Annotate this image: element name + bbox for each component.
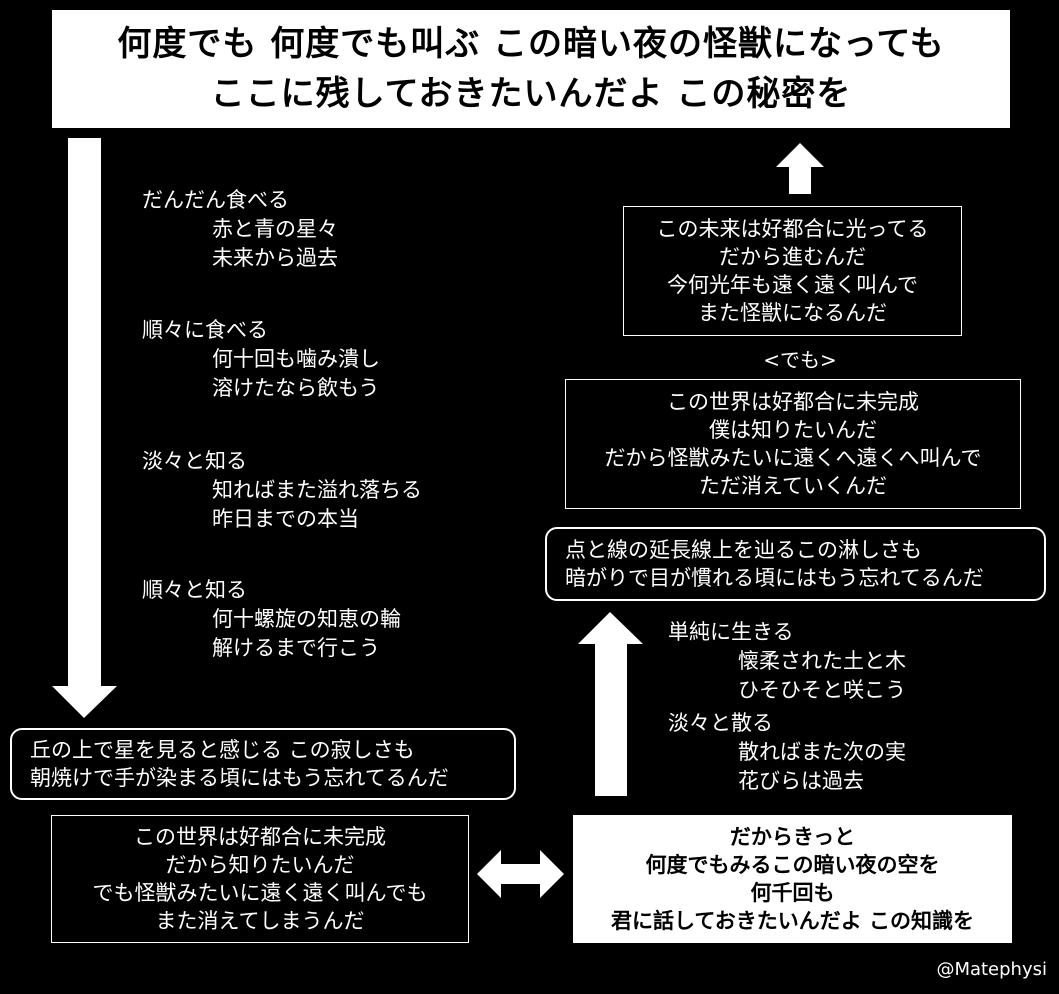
box-line: この世界は好都合に未完成 xyxy=(134,825,386,849)
box-line: 何度でもみるこの暗い夜の空を xyxy=(645,853,940,877)
box-line: 何千回も xyxy=(750,881,835,905)
group-line: 解けるまで行こう xyxy=(212,636,380,660)
box-line: 点と線の延長線上を辿るこの淋しさも xyxy=(565,538,922,562)
group-heading: 順々と知る xyxy=(142,578,247,602)
box-line: だからきっと xyxy=(729,825,856,849)
box-line: だから知りたいんだ xyxy=(165,853,355,877)
right-group-1: 単純に生きる 懐柔された土と木 ひそひそと咲こう xyxy=(668,618,906,705)
group-line: 溶けたなら飲もう xyxy=(212,376,380,400)
author-credit: @Matephysi xyxy=(936,959,1047,980)
group-line: 昨日までの本当 xyxy=(212,507,359,531)
left-group-2: 順々に食べる 何十回も噛み潰し 溶けたなら飲もう xyxy=(142,316,380,403)
right-box-1: この未来は好都合に光ってる だから進むんだ 今何光年も遠く遠く叫んで また怪獣に… xyxy=(623,206,962,336)
group-line: 花びらは過去 xyxy=(738,769,864,793)
group-heading: 淡々と知る xyxy=(142,449,247,473)
left-group-3: 淡々と知る 知ればまた溢れ落ちる 昨日までの本当 xyxy=(142,447,422,534)
group-heading: 単純に生きる xyxy=(668,620,794,644)
left-group-1: だんだん食べる 赤と青の星々 未来から過去 xyxy=(142,186,338,273)
group-line: 何十回も噛み潰し xyxy=(212,347,380,371)
group-line: ひそひそと咲こう xyxy=(738,678,906,702)
group-heading: 順々に食べる xyxy=(142,318,268,342)
double-arrow xyxy=(477,850,564,898)
group-heading: 淡々と散る xyxy=(668,711,773,735)
title-line-2: ここに残しておきたいんだよ この秘密を xyxy=(210,74,852,114)
box-line: だから進むんだ xyxy=(719,245,866,269)
group-line: 未来から過去 xyxy=(212,246,338,270)
left-rounded-box: 丘の上で星を見ると感じる この寂しさも 朝焼けで手が染まる頃にはもう忘れてるんだ xyxy=(10,728,516,800)
bottom-right-box: だからきっと 何度でもみるこの暗い夜の空を 何千回も 君に話しておきたいんだよ … xyxy=(573,815,1012,943)
group-line: 懐柔された土と木 xyxy=(738,649,906,673)
bottom-left-box: この世界は好都合に未完成 だから知りたいんだ でも怪獣みたいに遠く遠く叫んでも … xyxy=(51,815,469,943)
connector-label: <でも> xyxy=(763,348,837,372)
group-line: 知ればまた溢れ落ちる xyxy=(212,478,422,502)
box-line: ただ消えていくんだ xyxy=(699,474,887,498)
box-line: 僕は知りたいんだ xyxy=(709,418,877,442)
box-line: また消えてしまうんだ xyxy=(155,909,365,933)
box-line: でも怪獣みたいに遠く遠く叫んでも xyxy=(92,881,428,905)
title-line-1: 何度でも 何度でも叫ぶ この暗い夜の怪獣になっても xyxy=(117,24,945,64)
box-line: 君に話しておきたいんだよ この知識を xyxy=(610,909,975,933)
group-heading: だんだん食べる xyxy=(142,188,289,212)
box-line: この未来は好都合に光ってる xyxy=(656,217,929,241)
box-line: だから怪獣みたいに遠くへ遠くへ叫んで xyxy=(604,446,982,470)
down-arrow xyxy=(52,138,117,718)
box-line: 丘の上で星を見ると感じる この寂しさも xyxy=(30,738,415,762)
group-line: 何十螺旋の知恵の輪 xyxy=(212,607,401,631)
title-banner: 何度でも 何度でも叫ぶ この暗い夜の怪獣になっても ここに残しておきたいんだよ … xyxy=(52,10,1010,128)
right-box-2: この世界は好都合に未完成 僕は知りたいんだ だから怪獣みたいに遠くへ遠くへ叫んで… xyxy=(565,379,1021,509)
right-group-2: 淡々と散る 散ればまた次の実 花びらは過去 xyxy=(668,709,906,796)
up-arrow-top xyxy=(776,143,824,194)
box-line: 今何光年も遠く遠く叫んで xyxy=(667,273,918,297)
box-line: 暗がりで目が慣れる頃にはもう忘れてるんだ xyxy=(565,566,984,590)
group-line: 赤と青の星々 xyxy=(212,217,338,241)
box-line: また怪獣になるんだ xyxy=(698,301,887,325)
left-group-4: 順々と知る 何十螺旋の知恵の輪 解けるまで行こう xyxy=(142,576,401,663)
up-arrow-middle xyxy=(578,612,643,796)
box-line: この世界は好都合に未完成 xyxy=(667,390,919,414)
group-line: 散ればまた次の実 xyxy=(738,740,906,764)
right-rounded-box: 点と線の延長線上を辿るこの淋しさも 暗がりで目が慣れる頃にはもう忘れてるんだ xyxy=(545,527,1046,601)
box-line: 朝焼けで手が染まる頃にはもう忘れてるんだ xyxy=(30,766,449,790)
